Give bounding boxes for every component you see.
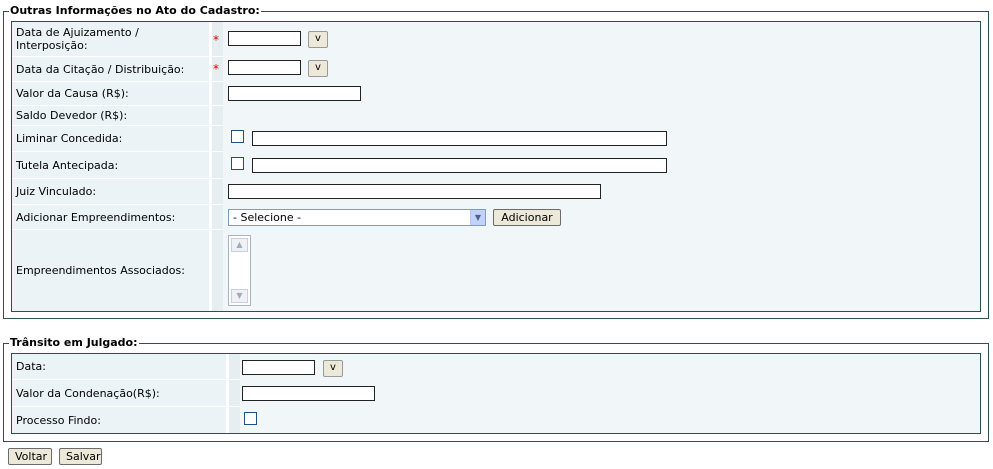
empreendimentos-associados-list[interactable]: ▲ ▼ bbox=[228, 235, 251, 306]
ajuizamento-label-line1: Data de Ajuizamento / bbox=[16, 26, 139, 39]
citacao-date-input[interactable] bbox=[228, 60, 301, 75]
mid-cell bbox=[212, 57, 223, 82]
juiz-label-text: Juiz Vinculado: bbox=[16, 185, 97, 198]
mid-cell bbox=[212, 152, 223, 179]
mid-cell bbox=[212, 205, 223, 230]
mid-cell bbox=[212, 106, 223, 126]
transito-date-button[interactable]: v bbox=[323, 360, 343, 377]
mid-cell bbox=[212, 126, 223, 152]
column-gap bbox=[209, 22, 212, 311]
mid-cell bbox=[212, 179, 223, 205]
juiz-label: Juiz Vinculado: bbox=[12, 179, 209, 205]
transito-legend: Trânsito em Julgado: bbox=[9, 336, 139, 350]
chevron-down-icon[interactable]: ▼ bbox=[470, 210, 485, 225]
processo-findo-label-text: Processo Findo: bbox=[16, 413, 101, 427]
mid-cell bbox=[229, 354, 240, 380]
required-mark: * bbox=[213, 62, 219, 76]
ajuizamento-date-input[interactable] bbox=[228, 31, 301, 46]
valor-condenacao-label-text: Valor da Condenação(R$): bbox=[16, 386, 160, 400]
mid-cell bbox=[229, 380, 240, 407]
citacao-label-text: Data da Citação / Distribuição: bbox=[16, 62, 185, 76]
liminar-input[interactable] bbox=[252, 131, 667, 146]
tutela-label: Tutela Antecipada: bbox=[12, 152, 209, 179]
adicionar-button[interactable]: Adicionar bbox=[493, 209, 561, 226]
ajuizamento-label: Data de Ajuizamento / Interposição: bbox=[12, 22, 209, 57]
ajuizamento-date-button[interactable]: v bbox=[308, 31, 328, 48]
mid-cell bbox=[212, 230, 223, 311]
mid-cell bbox=[229, 407, 240, 433]
processo-findo-checkbox[interactable] bbox=[244, 412, 257, 425]
transito-date-input[interactable] bbox=[242, 360, 315, 375]
valor-causa-input[interactable] bbox=[228, 86, 361, 101]
tutela-label-text: Tutela Antecipada: bbox=[16, 158, 119, 172]
saldo-devedor-label: Saldo Devedor (R$): bbox=[12, 106, 209, 126]
liminar-label: Liminar Concedida: bbox=[12, 126, 209, 152]
citacao-date-button[interactable]: v bbox=[308, 60, 328, 77]
required-mark: * bbox=[213, 33, 219, 47]
data-label: Data: bbox=[12, 354, 226, 380]
adicionar-label: Adicionar Empreendimentos: bbox=[12, 205, 209, 230]
empreendimentos-select[interactable]: - Selecione - ▼ bbox=[228, 209, 486, 226]
valor-condenacao-input[interactable] bbox=[242, 386, 375, 401]
salvar-button[interactable]: Salvar bbox=[59, 448, 102, 465]
liminar-checkbox[interactable] bbox=[231, 130, 244, 143]
data-label-text: Data: bbox=[16, 360, 46, 373]
citacao-label: Data da Citação / Distribuição: bbox=[12, 57, 209, 82]
transito-fieldset: Trânsito em Julgado: Data: Valor da Cond… bbox=[3, 336, 989, 442]
valor-causa-label: Valor da Causa (R$): bbox=[12, 82, 209, 106]
cadastro-fieldset: Outras Informações no Ato do Cadastro: D… bbox=[3, 4, 989, 319]
transito-panel: Data: Valor da Condenação(R$): Processo … bbox=[11, 353, 981, 434]
cadastro-legend: Outras Informações no Ato do Cadastro: bbox=[9, 4, 261, 18]
voltar-button[interactable]: Voltar bbox=[8, 448, 52, 465]
tutela-input[interactable] bbox=[252, 158, 667, 173]
adicionar-label-text: Adicionar Empreendimentos: bbox=[16, 210, 176, 224]
processo-findo-label: Processo Findo: bbox=[12, 407, 226, 433]
triangle-down-icon[interactable]: ▼ bbox=[231, 289, 248, 303]
cadastro-panel: Data de Ajuizamento / Interposição: Data… bbox=[11, 21, 981, 312]
empreendimentos-select-value: - Selecione - bbox=[233, 211, 302, 224]
tutela-checkbox[interactable] bbox=[231, 157, 244, 170]
associados-label-text: Empreendimentos Associados: bbox=[16, 264, 185, 277]
associados-label: Empreendimentos Associados: bbox=[12, 230, 209, 311]
juiz-input[interactable] bbox=[228, 184, 601, 199]
liminar-label-text: Liminar Concedida: bbox=[16, 132, 123, 145]
triangle-up-icon[interactable]: ▲ bbox=[231, 238, 248, 252]
mid-cell bbox=[212, 22, 223, 57]
mid-cell bbox=[212, 82, 223, 106]
saldo-devedor-label-text: Saldo Devedor (R$): bbox=[16, 109, 128, 122]
ajuizamento-label-line2: Interposição: bbox=[16, 39, 88, 52]
valor-condenacao-label: Valor da Condenação(R$): bbox=[12, 380, 226, 407]
column-gap bbox=[226, 354, 229, 433]
valor-causa-label-text: Valor da Causa (R$): bbox=[16, 87, 129, 100]
